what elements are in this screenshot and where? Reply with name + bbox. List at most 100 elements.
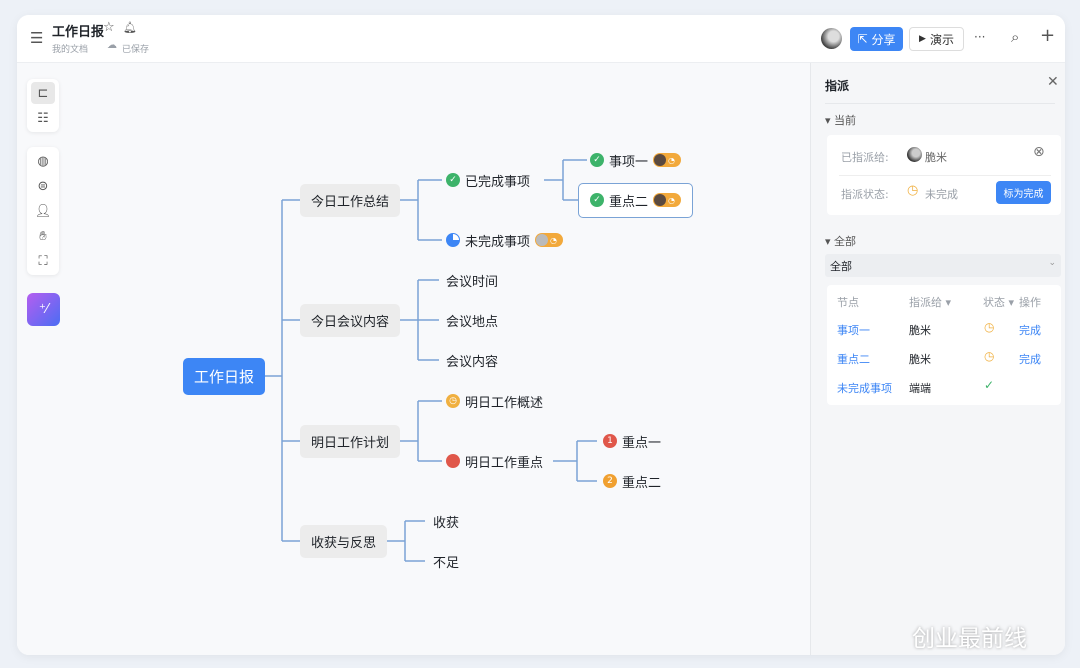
row-complete-link[interactable]: 完成: [1019, 324, 1041, 337]
node[interactable]: 收获: [433, 515, 460, 531]
node-label: 重点二: [609, 194, 649, 210]
node-item-one[interactable]: ✓ 事项一 ◔: [590, 150, 682, 170]
theme-palette-icon[interactable]: ◍: [37, 153, 49, 169]
divider: [825, 103, 1055, 104]
filter-value: 全部: [830, 260, 852, 273]
mindmap-layout-icon[interactable]: ⊏: [31, 82, 55, 104]
node-overview[interactable]: ◷ 明日工作概述: [446, 391, 543, 411]
search-icon[interactable]: ⌕: [1011, 28, 1020, 46]
layout-toolbar: ⊏ ☷: [27, 79, 59, 132]
check-icon: ✓: [446, 173, 460, 187]
menu-icon[interactable]: ☰: [30, 29, 44, 47]
assignee-badge[interactable]: ◔: [535, 233, 564, 247]
node[interactable]: 不足: [433, 555, 460, 571]
branch-node[interactable]: 明日工作计划: [300, 425, 400, 458]
status-value: 未完成: [925, 188, 958, 201]
row-node-link[interactable]: 未完成事项: [837, 382, 892, 395]
node[interactable]: 会议时间: [446, 274, 499, 290]
all-section-toggle[interactable]: ▾ 全部: [825, 235, 857, 248]
assignee-badge[interactable]: ◔: [653, 193, 682, 207]
share-button[interactable]: ⇱分享: [850, 27, 903, 51]
status-label: 指派状态:: [841, 188, 889, 201]
branch-node[interactable]: 今日工作总结: [300, 184, 400, 217]
priority-2-icon: 2: [603, 474, 617, 488]
priority-dot-icon: [446, 454, 460, 468]
node-incomplete[interactable]: 未完成事项 ◔: [446, 230, 564, 250]
node-priority-2[interactable]: 2 重点二: [603, 471, 661, 491]
play-icon: ▶: [919, 34, 926, 44]
fullscreen-icon[interactable]: ⛶: [38, 253, 48, 269]
chevron-down-icon: ⌄: [1048, 258, 1056, 268]
clock-icon: ◷: [446, 394, 460, 408]
ai-assistant-button[interactable]: ⁺⁄: [27, 293, 60, 326]
edit-toolbar: ◍ ⊜ 👤︎ ✋︎ ⛶: [27, 147, 59, 275]
assign-panel: 指派 ✕ ▾ 当前 已指派给: 脆米 ⊗ 指派状态: ◷ 未完成 标为完成 ▾ …: [810, 63, 1065, 655]
bell-icon[interactable]: 🔔︎: [123, 21, 137, 34]
node-completed[interactable]: ✓ 已完成事项: [446, 170, 530, 190]
filter-select[interactable]: 全部 ⌄: [825, 254, 1061, 277]
row-node-link[interactable]: 事项一: [837, 324, 870, 337]
current-assignment-card: 已指派给: 脆米 ⊗ 指派状态: ◷ 未完成 标为完成: [827, 135, 1061, 215]
check-icon: ✓: [590, 153, 604, 167]
pending-clock-icon: ◷: [907, 183, 919, 198]
comment-icon[interactable]: ⊜: [37, 178, 49, 194]
connector-lines: [265, 159, 597, 562]
assignee-name: 脆米: [925, 151, 947, 164]
col-header: 操作: [1019, 296, 1041, 309]
header: ☰ 工作日报 ☆ 🔔︎ 我的文档 ☁ 已保存 ⇱分享 ▶演示 ··· ⌕ +: [17, 15, 1065, 63]
outline-layout-icon[interactable]: ☷: [37, 110, 49, 126]
assignee-badge[interactable]: ◔: [653, 153, 682, 167]
star-icon[interactable]: ☆: [103, 20, 115, 35]
node-label: 已完成事项: [465, 174, 531, 190]
plus-icon[interactable]: +: [1040, 25, 1056, 46]
section-label: 全部: [834, 235, 857, 248]
present-button[interactable]: ▶演示: [909, 27, 964, 51]
col-header[interactable]: 状态 ▾: [983, 296, 1015, 309]
cloud-icon: ☁: [107, 40, 117, 51]
panel-title: 指派: [825, 79, 850, 93]
pending-clock-icon: ◷: [984, 320, 995, 334]
section-label: 当前: [834, 114, 857, 127]
app-window: ☰ 工作日报 ☆ 🔔︎ 我的文档 ☁ 已保存 ⇱分享 ▶演示 ··· ⌕ + ⊏…: [17, 15, 1065, 655]
node-label: 明日工作重点: [465, 455, 544, 471]
user-avatar[interactable]: [821, 28, 842, 49]
root-node[interactable]: 工作日报: [183, 358, 265, 395]
row-complete-link[interactable]: 完成: [1019, 353, 1041, 366]
branch-node[interactable]: 收获与反思: [300, 525, 387, 558]
node-focus[interactable]: 明日工作重点: [446, 451, 543, 471]
breadcrumb[interactable]: 我的文档: [52, 45, 89, 55]
assign-user-icon[interactable]: 👤︎: [34, 203, 52, 219]
mark-done-button[interactable]: 标为完成: [996, 181, 1051, 204]
more-button[interactable]: ···: [974, 30, 986, 44]
node-label: 明日工作概述: [465, 395, 544, 411]
node-key-two[interactable]: ✓ 重点二 ◔: [590, 190, 682, 210]
doc-title[interactable]: 工作日报: [52, 25, 105, 40]
row-assignee: 端端: [909, 382, 931, 395]
progress-pie-icon: [446, 233, 460, 247]
row-node-link[interactable]: 重点二: [837, 353, 870, 366]
col-header: 节点: [837, 296, 859, 309]
row-assignee: 脆米: [909, 353, 931, 366]
done-check-icon: ✓: [984, 378, 995, 392]
pending-clock-icon: ◷: [984, 349, 995, 363]
branch-node[interactable]: 今日会议内容: [300, 304, 400, 337]
save-status: 已保存: [122, 45, 150, 55]
share-icon: ⇱: [857, 32, 868, 46]
node-label: 事项一: [609, 154, 649, 170]
mindmap-canvas[interactable]: ⊏ ☷ ◍ ⊜ 👤︎ ✋︎ ⛶ ⁺⁄ 工作日报 今日工作总结 今日会议内容 明日…: [17, 63, 810, 655]
current-section-toggle[interactable]: ▾ 当前: [825, 114, 857, 127]
assigned-label: 已指派给:: [841, 151, 889, 164]
watermark: 创业最前线: [912, 626, 1027, 652]
node[interactable]: 会议地点: [446, 314, 499, 330]
remove-assignee-icon[interactable]: ⊗: [1033, 144, 1045, 160]
node-label: 未完成事项: [465, 234, 531, 250]
node[interactable]: 会议内容: [446, 354, 499, 370]
hand-pan-icon[interactable]: ✋︎: [39, 228, 47, 244]
col-header[interactable]: 指派给 ▾: [909, 296, 952, 309]
assignee-avatar: [907, 147, 922, 162]
node-label: 重点二: [622, 475, 662, 491]
close-icon[interactable]: ✕: [1047, 74, 1059, 90]
check-icon: ✓: [590, 193, 604, 207]
share-label: 分享: [871, 32, 896, 47]
